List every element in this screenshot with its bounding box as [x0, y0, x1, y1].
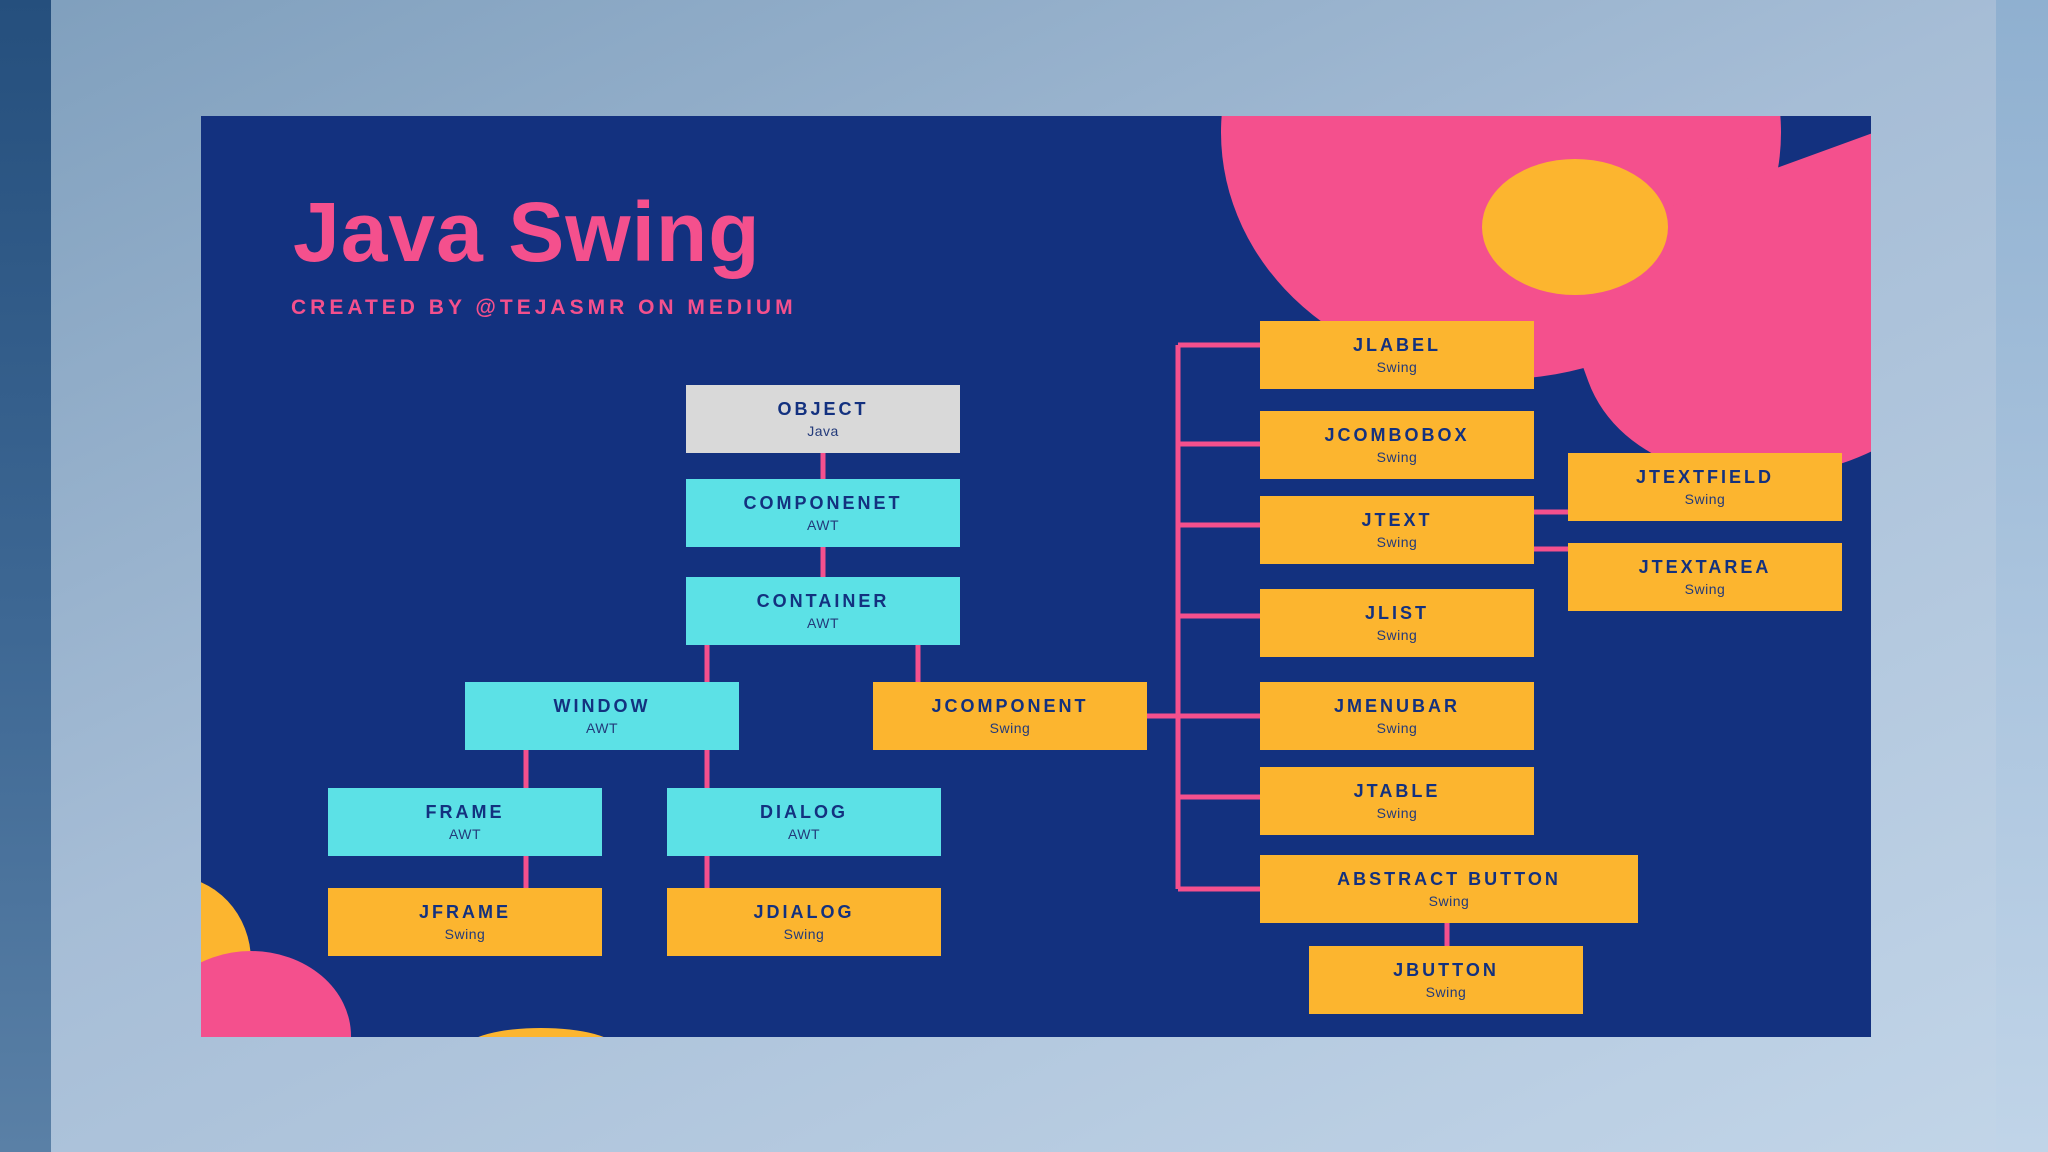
node-kind: Swing [989, 720, 1031, 736]
node-name: CONTAINER [756, 591, 890, 611]
decorative-yellow-circle [1482, 159, 1668, 295]
decorative-yellow-blob-bottom [466, 1028, 616, 1037]
node-name: JBUTTON [1393, 960, 1499, 980]
node-kind: AWT [787, 826, 821, 842]
node-frame: FRAME AWT [328, 788, 602, 856]
node-name: FRAME [425, 802, 505, 822]
left-border-strip [0, 0, 51, 1152]
node-jlist: JLIST Swing [1260, 589, 1534, 657]
node-jtable: JTABLE Swing [1260, 767, 1534, 835]
node-kind: Swing [1376, 805, 1418, 821]
node-kind: Swing [1376, 720, 1418, 736]
node-name: DIALOG [760, 802, 848, 822]
node-container: CONTAINER AWT [686, 577, 960, 645]
node-name: JTABLE [1353, 781, 1441, 801]
node-abstract-button: ABSTRACT BUTTON Swing [1260, 855, 1638, 923]
page-title: Java Swing [293, 185, 761, 279]
node-kind: Swing [1376, 627, 1418, 643]
node-name: JLABEL [1352, 335, 1441, 355]
node-object: OBJECT Java [686, 385, 960, 453]
node-name: JCOMBOBOX [1324, 425, 1470, 445]
node-kind: Swing [1376, 359, 1418, 375]
node-name: JTEXTAREA [1638, 557, 1772, 577]
node-name: JTEXTFIELD [1635, 467, 1774, 487]
node-name: WINDOW [553, 696, 651, 716]
node-jbutton: JBUTTON Swing [1309, 946, 1583, 1014]
node-kind: Swing [1428, 893, 1470, 909]
node-kind: AWT [585, 720, 619, 736]
node-jtext: JTEXT Swing [1260, 496, 1534, 564]
node-kind: AWT [806, 517, 840, 533]
right-border-strip [1996, 0, 2048, 1152]
node-name: JLIST [1364, 603, 1429, 623]
node-jtextfield: JTEXTFIELD Swing [1568, 453, 1842, 521]
node-name: JTEXT [1361, 510, 1433, 530]
node-jlabel: JLABEL Swing [1260, 321, 1534, 389]
page-subtitle: CREATED BY @TEJASMR ON MEDIUM [291, 296, 797, 319]
node-kind: AWT [448, 826, 482, 842]
node-jcomponent: JCOMPONENT Swing [873, 682, 1147, 750]
node-name: JDIALOG [753, 902, 855, 922]
diagram-slide: Java Swing CREATED BY @TEJASMR ON MEDIUM [201, 116, 1871, 1037]
node-jmenubar: JMENUBAR Swing [1260, 682, 1534, 750]
node-kind: Swing [1376, 534, 1418, 550]
node-jframe: JFRAME Swing [328, 888, 602, 956]
node-jtextarea: JTEXTAREA Swing [1568, 543, 1842, 611]
node-name: OBJECT [777, 399, 869, 419]
node-kind: Java [807, 423, 839, 439]
node-name: JFRAME [418, 902, 511, 922]
node-name: JCOMPONENT [931, 696, 1089, 716]
node-jcombobox: JCOMBOBOX Swing [1260, 411, 1534, 479]
node-componenet: COMPONENET AWT [686, 479, 960, 547]
node-window: WINDOW AWT [465, 682, 739, 750]
node-name: COMPONENET [743, 493, 903, 513]
node-kind: Swing [444, 926, 486, 942]
node-kind: Swing [783, 926, 825, 942]
node-kind: AWT [806, 615, 840, 631]
node-jdialog: JDIALOG Swing [667, 888, 941, 956]
node-name: ABSTRACT BUTTON [1337, 869, 1561, 889]
node-kind: Swing [1684, 581, 1726, 597]
node-kind: Swing [1425, 984, 1467, 1000]
connector-lines [523, 342, 1568, 946]
node-kind: Swing [1684, 491, 1726, 507]
node-dialog: DIALOG AWT [667, 788, 941, 856]
node-name: JMENUBAR [1333, 696, 1460, 716]
node-kind: Swing [1376, 449, 1418, 465]
